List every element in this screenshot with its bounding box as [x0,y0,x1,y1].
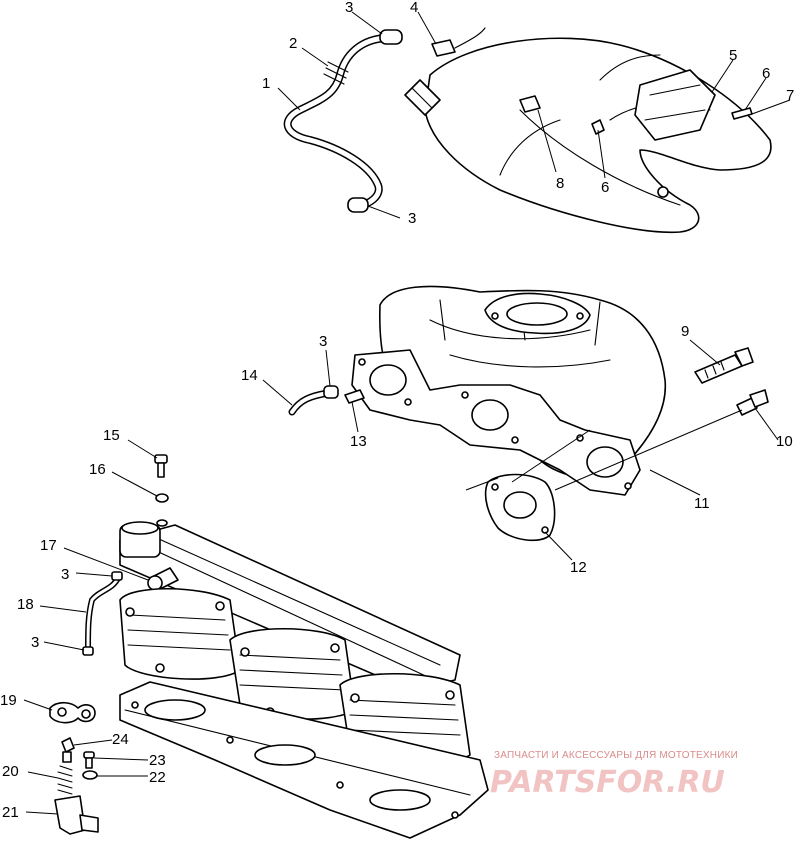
spring-20 [57,765,73,795]
callout-5: 5 [729,47,737,64]
leader-lines [23,11,791,815]
washer-16 [155,493,169,527]
bolt-9 [694,347,754,384]
callout-21: 21 [2,804,19,821]
callout-labels: 1 2 3 4 5 6 7 8 6 3 9 3 14 13 10 11 12 1… [0,0,794,821]
callout-22: 22 [149,769,166,786]
water-hose-1 [283,29,403,213]
callout-6b: 6 [601,179,609,196]
callout-19: 19 [0,692,17,709]
watermark: ЗАПЧАСТИ И АКСЕССУАРЫ ДЛЯ МОТОТЕХНИКИ PA… [490,750,738,800]
callout-6a: 6 [762,65,770,82]
watermark-logo: PARTSFOR.RU [490,765,725,800]
outlet-gasket-12 [484,473,556,542]
gasket-19 [49,701,96,724]
bolt-10 [736,389,769,416]
watermark-caption: ЗАПЧАСТИ И АКСЕССУАРЫ ДЛЯ МОТОТЕХНИКИ [494,750,738,761]
sensor-body-21 [54,795,99,835]
callout-23: 23 [149,752,166,769]
callout-10: 10 [776,433,793,450]
callout-16: 16 [89,461,106,478]
bolt-15 [154,454,168,478]
callout-20: 20 [2,763,19,780]
callout-17: 17 [40,537,57,554]
screw-23 [83,751,95,769]
callout-14: 14 [241,367,258,384]
callout-13: 13 [350,433,367,450]
callout-8: 8 [556,175,564,192]
callout-11: 11 [694,495,710,512]
callout-4: 4 [410,0,418,16]
callout-1: 1 [262,75,270,92]
hose-18 [82,571,123,656]
cylinder-head-assembly [119,521,489,839]
callout-24: 24 [112,731,129,748]
callout-15: 15 [103,427,120,444]
callout-12: 12 [570,559,587,576]
callout-7: 7 [786,87,794,104]
exhaust-pipe [404,27,772,234]
callout-3e: 3 [31,634,39,651]
callout-3d: 3 [61,566,69,583]
washer-22 [82,770,98,780]
callout-3c: 3 [319,333,327,350]
callout-3a: 3 [345,0,353,16]
callout-18: 18 [17,596,34,613]
callout-9: 9 [681,323,689,340]
callout-3b: 3 [408,210,416,227]
manifold-gasket-11 [351,349,641,496]
hose-14 [288,385,365,416]
sensor-24 [61,737,75,763]
callout-2: 2 [289,35,297,52]
exhaust-manifold [378,285,667,479]
